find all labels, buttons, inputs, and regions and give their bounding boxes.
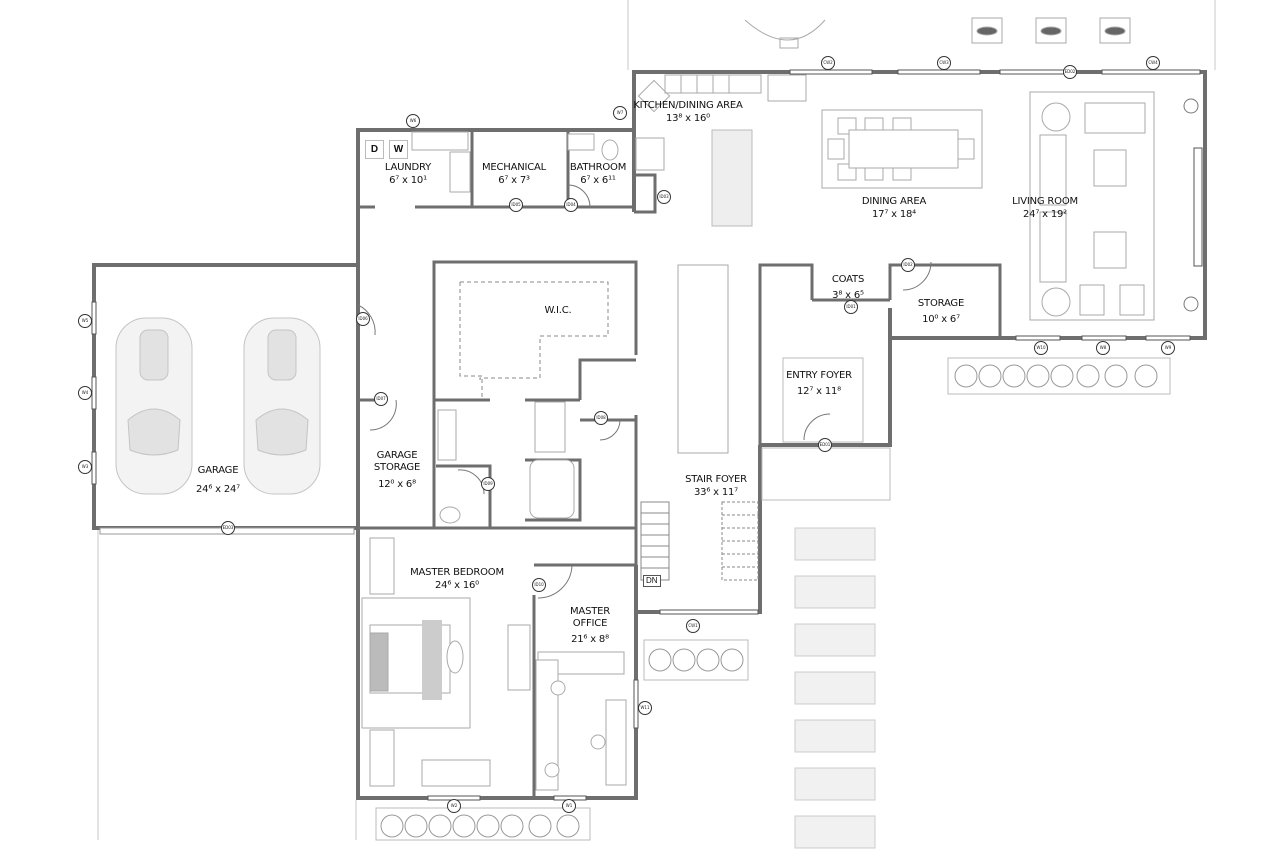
dryer-icon: D	[365, 140, 384, 159]
door-tag-ed02: ED02	[1063, 65, 1077, 79]
washer-icon: W	[389, 140, 408, 159]
room-storage: STORAGE 10⁰ x 6⁷	[918, 298, 964, 326]
door-swings	[357, 184, 932, 599]
room-laundry: LAUNDRY 6⁷ x 10¹	[385, 162, 431, 187]
room-dims: 13⁸ x 16⁰	[666, 113, 710, 124]
window-tag-cw2: CW2	[821, 56, 835, 70]
kitchen-fixtures	[635, 74, 807, 171]
door-tag-id06: ID06	[356, 312, 370, 326]
room-dims: 3⁸ x 6⁵	[832, 290, 864, 301]
window-tag-w2: W2	[447, 799, 461, 813]
room-name: MASTER OFFICE	[570, 606, 610, 629]
window-tag-cw4: CW4	[1146, 56, 1160, 70]
room-living: LIVING ROOM 24⁷ x 19²	[1012, 196, 1078, 221]
bedroom-furniture	[361, 537, 531, 787]
room-name: KITCHEN/DINING AREA	[633, 100, 743, 111]
room-garage: GARAGE 24⁶ x 24⁷	[196, 465, 240, 496]
room-dims: 12⁰ x 6⁸	[378, 479, 416, 490]
room-dining: DINING AREA 17⁷ x 18⁴	[862, 196, 926, 221]
window-tag-w10: W10	[1034, 341, 1048, 355]
window-tag-w5: W5	[78, 314, 92, 328]
room-name: STAIR FOYER	[685, 474, 747, 485]
door-tag-ed01: ED01	[818, 438, 832, 452]
bath-fixtures	[411, 131, 619, 524]
room-bathroom: BATHROOM 6⁷ x 6¹¹	[570, 162, 626, 187]
window-tag-w8: W8	[1096, 341, 1110, 355]
patio-furniture	[744, 17, 1131, 49]
room-master-bedroom: MASTER BEDROOM 24⁶ x 16⁰	[410, 567, 504, 592]
room-name: STORAGE	[917, 298, 965, 309]
office-furniture	[535, 651, 627, 791]
entry-rug	[782, 357, 864, 443]
room-dims: 6⁷ x 10¹	[389, 175, 427, 186]
room-dims: 24⁷ x 19²	[1023, 209, 1067, 220]
door-tag-id07: ID07	[374, 392, 388, 406]
door-tag-id02: ID02	[901, 258, 915, 272]
room-name: ENTRY FOYER	[786, 370, 852, 381]
stair-foyer-runner	[677, 264, 729, 454]
door-tag-id10: ID10	[532, 578, 546, 592]
porch	[761, 447, 891, 501]
door-tag-id03: ID03	[657, 190, 671, 204]
stepping-stones	[794, 527, 876, 849]
window-tag-cw1: CW1	[686, 619, 700, 633]
stair-down-label: DN	[643, 575, 661, 587]
window-tag-w11: W11	[638, 701, 652, 715]
shrubs	[380, 364, 1158, 838]
door-tag-id09: ID09	[481, 477, 495, 491]
room-name: GARAGE	[197, 465, 239, 476]
room-coats: COATS 3⁸ x 6⁵	[832, 274, 864, 302]
living-furniture	[1029, 91, 1199, 321]
room-dims: 33⁶ x 11⁷	[694, 487, 738, 498]
garage-cars	[115, 317, 321, 495]
room-dims: 10⁰ x 6⁷	[922, 314, 960, 325]
room-dims: 6⁷ x 7³	[498, 175, 530, 186]
interior-walls	[358, 130, 1002, 798]
window-tag-w3: W3	[78, 460, 92, 474]
room-name: MASTER BEDROOM	[410, 567, 504, 578]
room-garage-storage: GARAGE STORAGE 12⁰ x 6⁸	[367, 450, 427, 491]
room-dims: 21⁶ x 8⁸	[571, 634, 609, 645]
window-tag-w1: W1	[562, 799, 576, 813]
door-tag-id08: ID08	[594, 411, 608, 425]
window-tag-cw3: CW3	[937, 56, 951, 70]
kitchen-island	[711, 129, 753, 227]
room-mechanical: MECHANICAL 6⁷ x 7³	[482, 162, 546, 187]
room-name: W.I.C.	[544, 305, 572, 316]
stairs	[640, 501, 759, 581]
room-dims: 12⁷ x 11⁸	[797, 386, 841, 397]
door-tag-ed03: ED03	[221, 521, 235, 535]
door-tag-id01: ID01	[844, 300, 858, 314]
room-dims: 6⁷ x 6¹¹	[580, 175, 616, 186]
room-wic: W.I.C.	[544, 305, 571, 317]
room-name: DINING AREA	[861, 196, 927, 207]
window-tag-w6: W6	[406, 114, 420, 128]
room-name: LAUNDRY	[384, 162, 432, 173]
door-tag-id05: ID05	[509, 198, 523, 212]
room-name: BATHROOM	[569, 162, 627, 173]
room-entry-foyer: ENTRY FOYER 12⁷ x 11⁸	[786, 370, 852, 398]
planters	[375, 357, 1171, 841]
room-dims: 24⁶ x 16⁰	[435, 580, 479, 591]
window-tag-w4: W4	[78, 386, 92, 400]
room-dims: 17⁷ x 18⁴	[872, 209, 916, 220]
room-stair-foyer: STAIR FOYER 33⁶ x 11⁷	[685, 474, 747, 499]
room-dims: 24⁶ x 24⁷	[196, 484, 240, 495]
room-master-office: MASTER OFFICE 21⁶ x 8⁸	[564, 606, 616, 646]
site-lines	[97, 0, 1216, 840]
room-kitchen: KITCHEN/DINING AREA 13⁸ x 16⁰	[633, 100, 743, 125]
window-tag-w9: W9	[1161, 341, 1175, 355]
wic-shelving	[460, 281, 609, 380]
door-tag-id04: ID04	[564, 198, 578, 212]
room-name: COATS	[831, 274, 865, 285]
windows	[91, 69, 1203, 801]
room-name: GARAGE STORAGE	[373, 450, 421, 473]
window-tag-w7: W7	[613, 106, 627, 120]
room-name: LIVING ROOM	[1012, 196, 1078, 207]
room-name: MECHANICAL	[481, 162, 547, 173]
dining-table	[821, 109, 983, 189]
